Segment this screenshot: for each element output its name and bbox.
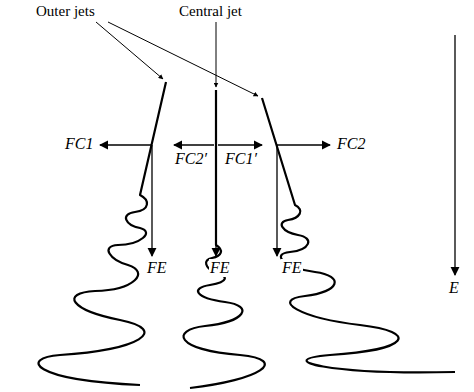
force-arrow	[277, 144, 330, 145]
callout-label: Central jet	[178, 3, 243, 20]
force-label: FE	[146, 259, 168, 277]
leader-line	[216, 22, 217, 87]
force-arrow	[215, 145, 216, 256]
force-label: FC2′	[174, 150, 208, 168]
central-jet	[183, 90, 264, 388]
callout-label: Outer jets	[35, 3, 96, 20]
right-outer-jet	[262, 98, 455, 372]
leader-line	[96, 22, 163, 79]
leader-line	[108, 22, 258, 96]
force-arrow	[100, 144, 152, 145]
force-arrow	[276, 145, 277, 256]
left-outer-jet	[39, 82, 166, 385]
force-label: FE	[281, 259, 303, 277]
force-label: FC2	[336, 135, 366, 153]
field-label: E	[448, 279, 460, 297]
force-arrow	[151, 145, 152, 256]
force-arrow	[218, 144, 262, 145]
force-label: FC1′	[224, 150, 258, 168]
force-label: FE	[209, 259, 231, 277]
field-arrow	[454, 35, 455, 275]
force-arrow	[174, 144, 214, 145]
force-label: FC1	[64, 135, 94, 153]
